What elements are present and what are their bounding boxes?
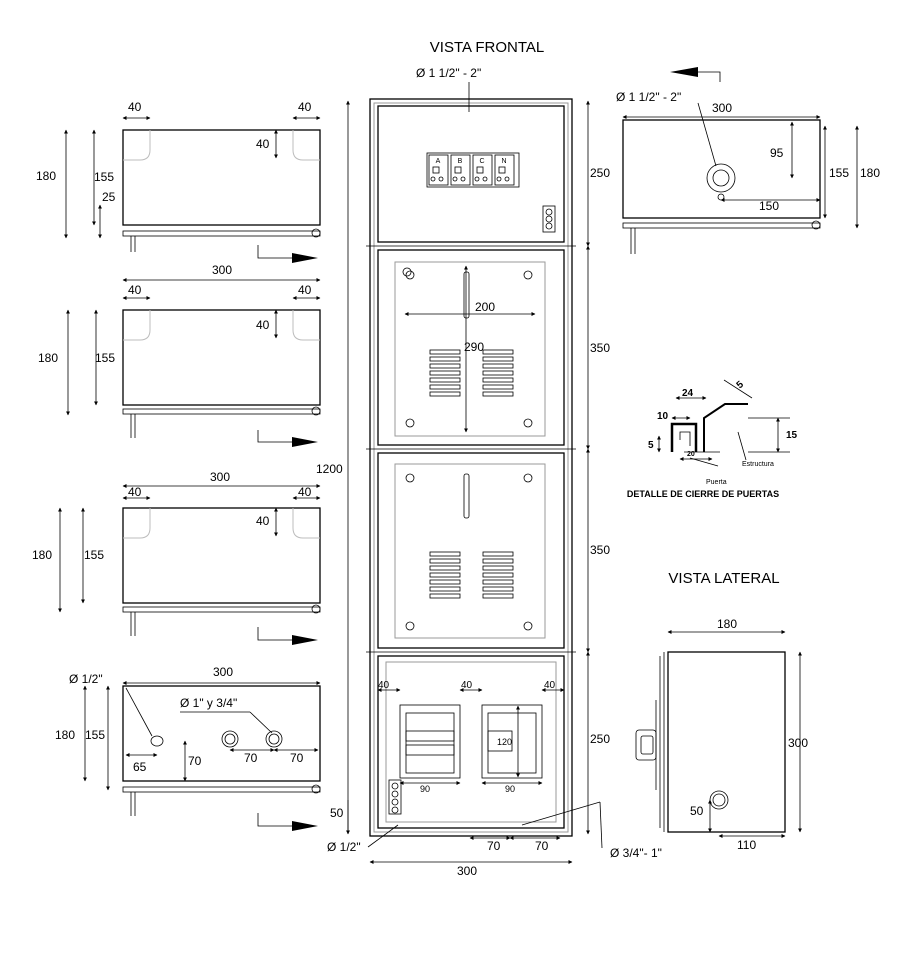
meter-height-label: 120 <box>497 737 512 747</box>
breaker-label-a: A <box>436 158 441 165</box>
left-view-2-h180: 180 <box>38 351 58 365</box>
left-view-3-h155: 155 <box>84 548 104 562</box>
bottom-conduit-right-label: Ø 3/4"- 1" <box>610 846 662 860</box>
left-view-4-d65: 65 <box>133 760 147 774</box>
door-detail-label-estructura: Estructura <box>742 461 774 468</box>
left-view-1-left-40: 40 <box>128 100 142 114</box>
top-right-depth-180: 180 <box>860 166 880 180</box>
left-view-1-inner-40: 40 <box>256 137 270 151</box>
window-width-label: 200 <box>475 300 495 314</box>
left-view-3-right-40: 40 <box>298 485 312 499</box>
left-view-4-conduit-large: Ø 1" y 3/4" <box>180 696 237 710</box>
bottom-hole-70-right-label: 70 <box>535 839 549 853</box>
front-view: A B C N 200 290 <box>316 66 662 878</box>
left-view-4-h155: 155 <box>85 728 105 742</box>
side-view-hole-offset-110: 110 <box>737 838 756 852</box>
side-view: 180 300 50 110 <box>635 617 808 852</box>
overall-width-label: 300 <box>457 864 477 878</box>
breaker-label-b: B <box>458 158 463 165</box>
side-view-width-label: 180 <box>717 617 737 631</box>
left-view-4-d70-b: 70 <box>244 751 258 765</box>
left-view-3: 300 40 40 40 180 155 <box>32 470 321 645</box>
left-view-4-d70-c: 70 <box>290 751 304 765</box>
top-right-depth-155: 155 <box>829 166 849 180</box>
left-view-2: 300 40 40 40 180 155 <box>38 263 321 447</box>
bottom-hole-70-left-label: 70 <box>487 839 501 853</box>
left-view-4-d70-a: 70 <box>188 754 202 768</box>
left-view-2-inner-40: 40 <box>256 318 270 332</box>
door-detail-title: DETALLE DE CIERRE DE PUERTAS <box>627 489 779 499</box>
top-right-view: Ø 1 1/2" - 2" 300 95 150 155 180 <box>616 67 880 254</box>
left-view-2-left-40: 40 <box>128 283 142 297</box>
left-view-2-width: 300 <box>212 263 232 277</box>
left-view-4-conduit-small: Ø 1/2" <box>69 672 103 686</box>
left-view-1-right-40: 40 <box>298 100 312 114</box>
left-view-2-h155: 155 <box>95 351 115 365</box>
side-view-hole-offset-50: 50 <box>690 804 704 818</box>
section-4-height-label: 250 <box>590 732 610 746</box>
left-view-1-h180: 180 <box>36 169 56 183</box>
door-detail-d15: 15 <box>786 430 798 441</box>
side-view-title: VISTA LATERAL <box>668 570 779 587</box>
meter-width-right-label: 90 <box>505 784 515 794</box>
door-detail: 24 5 10 5 15 20 Puerta Estructura <box>648 379 798 486</box>
meter-width-left-label: 90 <box>420 784 430 794</box>
left-view-2-right-40: 40 <box>298 283 312 297</box>
door-detail-d10: 10 <box>657 411 669 422</box>
top-right-conduit-label: Ø 1 1/2" - 2" <box>616 90 681 104</box>
window-height-label: 290 <box>464 340 484 354</box>
left-view-1-h25: 25 <box>102 190 116 204</box>
door-detail-label-puerta: Puerta <box>706 479 727 486</box>
front-view-title: VISTA FRONTAL <box>430 39 544 56</box>
left-view-3-inner-40: 40 <box>256 514 270 528</box>
bottom-conduit-left-label: Ø 1/2" <box>327 840 361 854</box>
base-height-label: 50 <box>330 806 344 820</box>
section-2-height-label: 350 <box>590 341 610 355</box>
top-right-width-label: 300 <box>712 101 732 115</box>
breaker-panel: A B C N <box>426 152 520 188</box>
side-view-height-label: 300 <box>788 736 808 750</box>
top-right-offset-95: 95 <box>770 146 784 160</box>
vent-louvers-lower <box>429 551 514 599</box>
meter-left <box>399 704 461 779</box>
left-view-3-left-40: 40 <box>128 485 142 499</box>
left-view-3-h180: 180 <box>32 548 52 562</box>
top-conduit-label: Ø 1 1/2" - 2" <box>416 66 481 80</box>
bottom-offset-left-label: 40 <box>378 680 390 691</box>
meter-right <box>481 704 543 779</box>
section-1-height-label: 250 <box>590 166 610 180</box>
overall-height-label: 1200 <box>316 462 343 476</box>
door-detail-d24: 24 <box>682 388 694 399</box>
bottom-offset-right-label: 40 <box>544 680 556 691</box>
door-detail-d5-left: 5 <box>648 440 654 451</box>
breaker-label-c: C <box>479 158 484 165</box>
breaker-label-n: N <box>501 158 506 165</box>
left-view-4-width: 300 <box>213 665 233 679</box>
left-view-1-h155: 155 <box>94 170 114 184</box>
door-detail-d5-top: 5 <box>735 379 747 391</box>
left-view-4-h180: 180 <box>55 728 75 742</box>
section-3-height-label: 350 <box>590 543 610 557</box>
door-detail-d20: 20 <box>687 451 695 458</box>
top-right-offset-150: 150 <box>759 199 779 213</box>
left-view-3-width: 300 <box>210 470 230 484</box>
bottom-offset-mid-label: 40 <box>461 680 473 691</box>
vent-louvers-upper <box>429 349 514 397</box>
left-view-1: 40 40 40 180 155 25 <box>36 100 321 263</box>
left-view-4: 300 Ø 1/2" Ø 1" y 3/4" 180 155 65 70 70 … <box>55 665 321 831</box>
